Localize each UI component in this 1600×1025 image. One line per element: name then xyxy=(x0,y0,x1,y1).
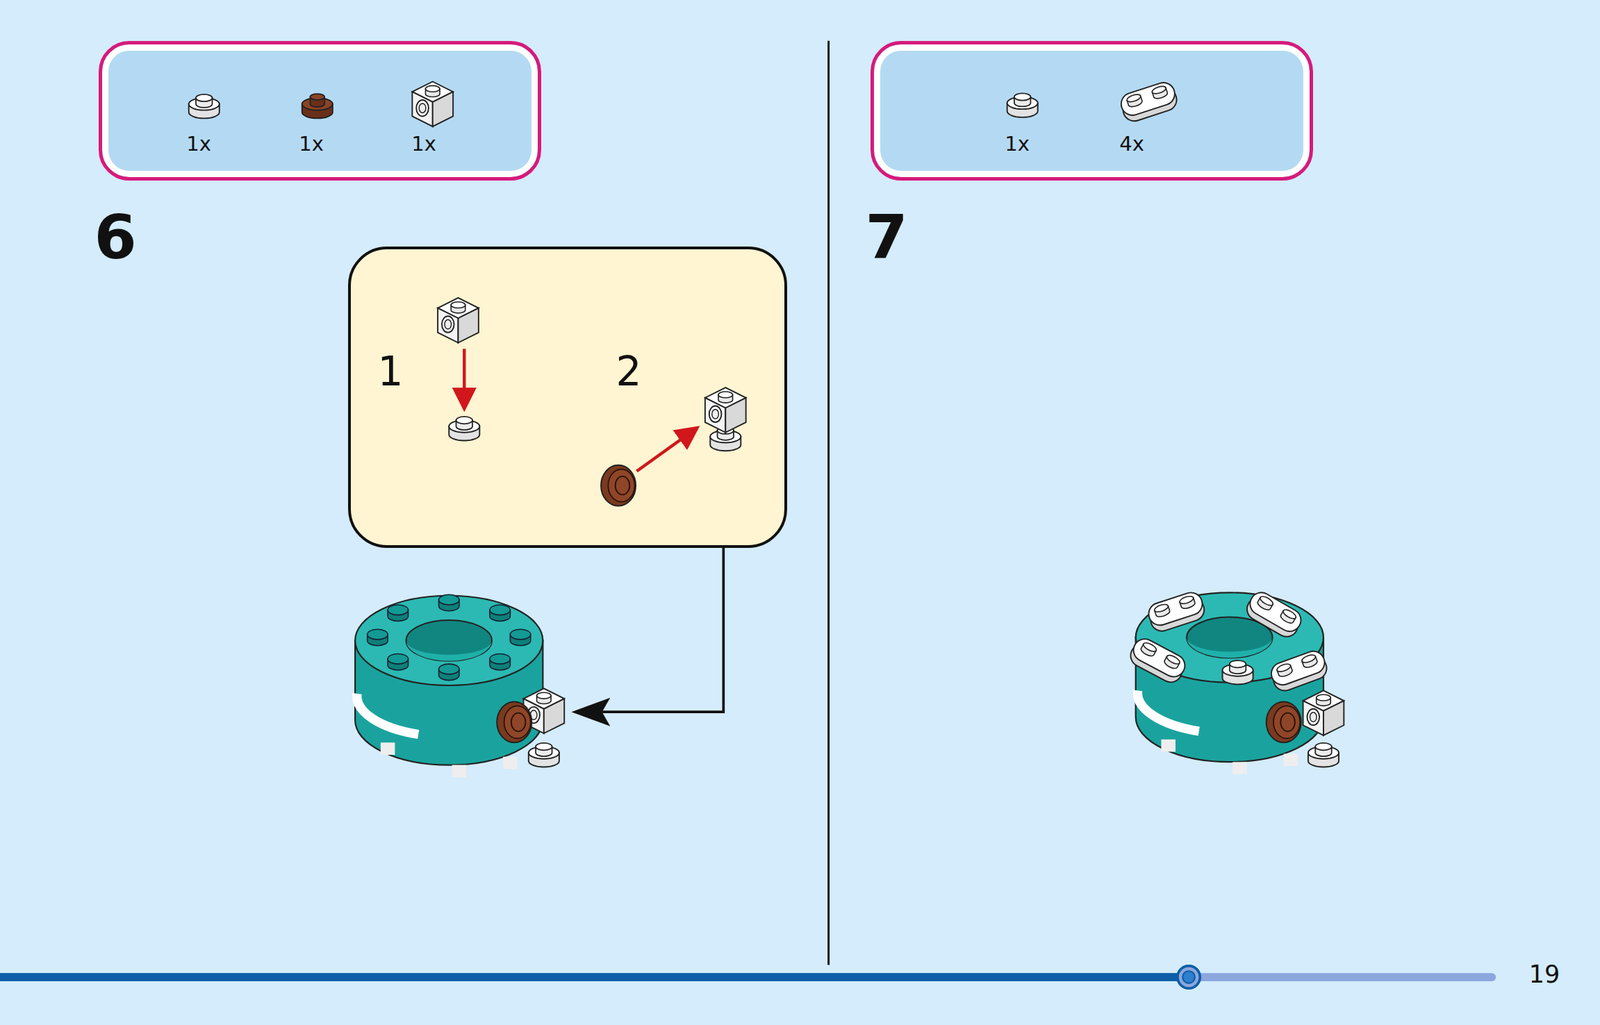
callout-number: 1 xyxy=(377,351,404,392)
parts-list-box: 1x 4x xyxy=(870,40,1314,181)
callout-number: 2 xyxy=(616,351,642,392)
quantity-label: 1x xyxy=(186,134,212,155)
quantity-label: 4x xyxy=(1119,134,1145,155)
quantity-label: 1x xyxy=(411,134,437,155)
quantity-label: 1x xyxy=(298,134,324,155)
page-number: 19 xyxy=(1529,962,1561,988)
sub-step-callout: 12 xyxy=(348,246,788,549)
step-number: 6 xyxy=(93,207,137,269)
quantity-label: 1x xyxy=(1004,134,1030,155)
parts-list-box: 1x 1x 1x xyxy=(98,40,542,181)
step-number: 7 xyxy=(864,207,908,269)
